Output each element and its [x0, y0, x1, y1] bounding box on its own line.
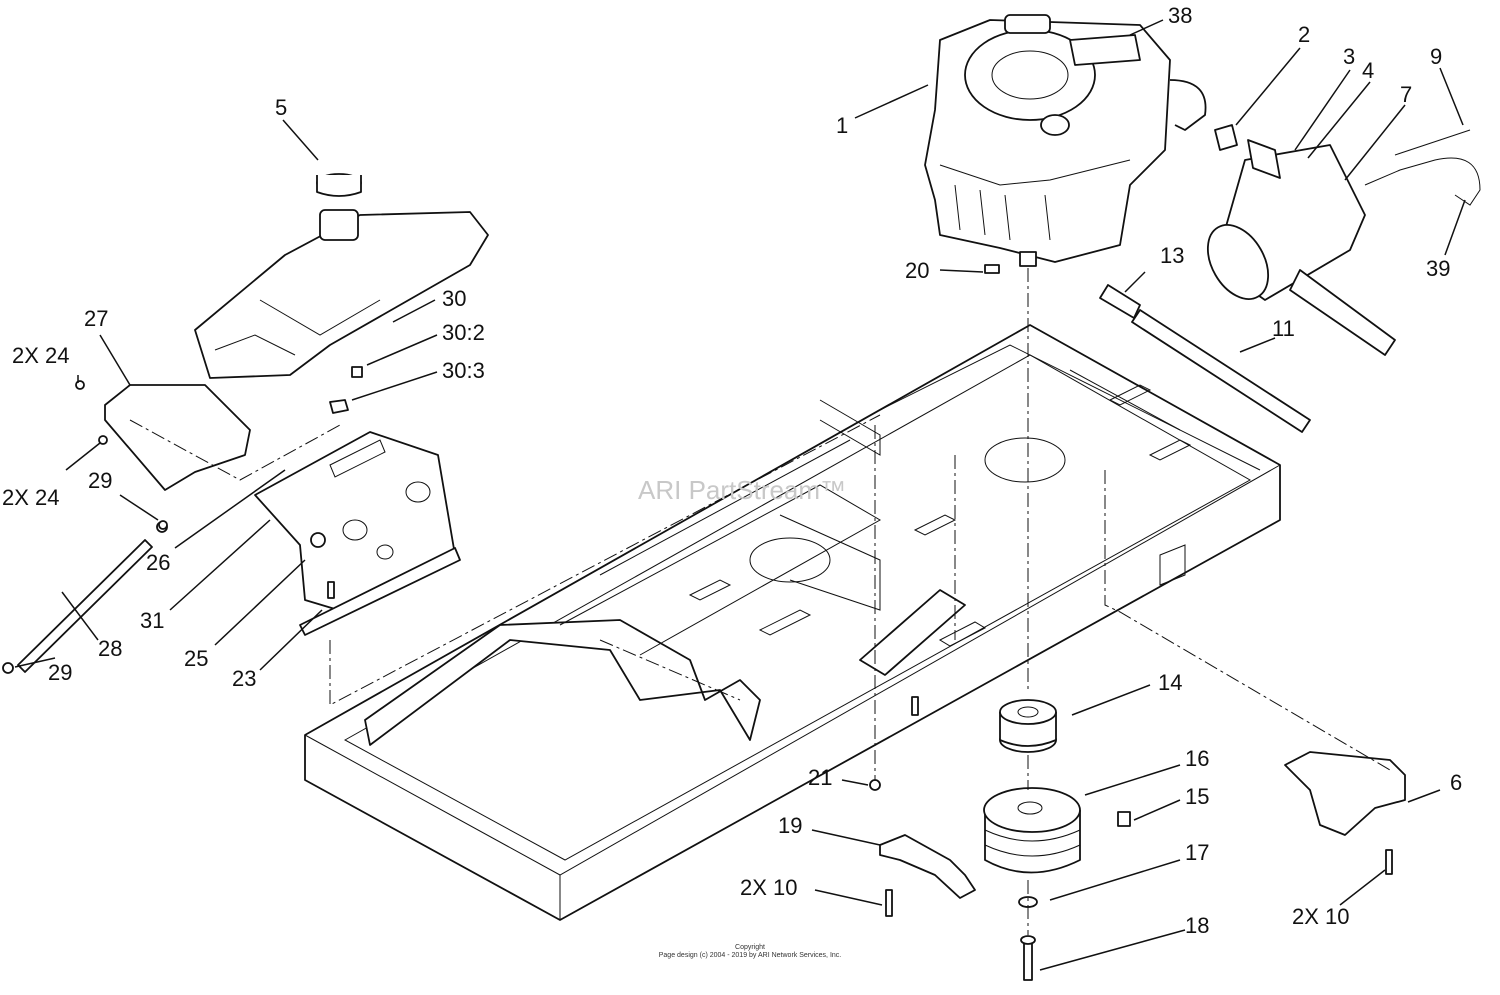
- callout-2x24-bottom: 2X 24: [2, 485, 60, 510]
- copyright-line-1: Copyright: [735, 944, 765, 951]
- muffler: [1206, 124, 1481, 356]
- callout-13: 13: [1160, 243, 1185, 268]
- chassis-frame: [304, 324, 1281, 921]
- callout-14: 14: [1158, 670, 1183, 695]
- callout-15: 15: [1185, 784, 1210, 809]
- callout-3: 3: [1343, 44, 1356, 69]
- electric-clutch: [983, 787, 1131, 874]
- callout-30-2: 30:2: [442, 320, 485, 345]
- bolt: [1018, 896, 1038, 981]
- copyright-line-2: Page design (c) 2004 - 2019 by ARI Netwo…: [658, 952, 842, 960]
- copyright-notice: Copyright Page design (c) 2004 - 2019 by…: [600, 944, 900, 961]
- callout-29-top: 29: [88, 468, 113, 493]
- heat-shield: [75, 380, 251, 491]
- callout-27: 27: [84, 306, 109, 331]
- tube: [1099, 284, 1311, 433]
- callout-29-bottom: 29: [48, 660, 73, 685]
- callout-30: 30: [442, 286, 467, 311]
- callout-23: 23: [232, 666, 257, 691]
- callout-28: 28: [98, 636, 123, 661]
- callout-30-3: 30:3: [442, 358, 485, 383]
- engine: [924, 14, 1207, 274]
- callout-2x10-left: 2X 10: [740, 875, 798, 900]
- callout-17: 17: [1185, 840, 1210, 865]
- watermark: ARI PartStream™: [638, 475, 847, 505]
- callout-2: 2: [1298, 22, 1311, 47]
- callout-25: 25: [184, 646, 209, 671]
- assembly-centerlines: [129, 268, 1391, 935]
- callout-6: 6: [1450, 770, 1463, 795]
- fuel-tank-bracket: [254, 431, 461, 636]
- bracket-19: [869, 779, 976, 917]
- callout-39: 39: [1426, 256, 1451, 281]
- pulley: [999, 699, 1057, 753]
- fuel-tank: [194, 173, 489, 414]
- callout-16: 16: [1185, 746, 1210, 771]
- callout-2x24-top: 2X 24: [12, 343, 70, 368]
- callout-19: 19: [778, 813, 803, 838]
- callout-31: 31: [140, 608, 165, 633]
- callout-5: 5: [275, 95, 288, 120]
- callout-1: 1: [836, 113, 849, 138]
- callout-21: 21: [808, 765, 833, 790]
- callout-11: 11: [1272, 316, 1295, 341]
- rod: [2, 521, 168, 674]
- bracket-6: [1284, 751, 1406, 875]
- callout-9: 9: [1430, 44, 1443, 69]
- callout-7: 7: [1400, 82, 1413, 107]
- callout-18: 18: [1185, 913, 1210, 938]
- callout-2x10-right: 2X 10: [1292, 904, 1350, 929]
- callout-38: 38: [1168, 3, 1193, 28]
- callout-26: 26: [146, 550, 171, 575]
- leader-lines: [14, 19, 1466, 971]
- callout-4: 4: [1362, 58, 1375, 83]
- callout-20: 20: [905, 258, 930, 283]
